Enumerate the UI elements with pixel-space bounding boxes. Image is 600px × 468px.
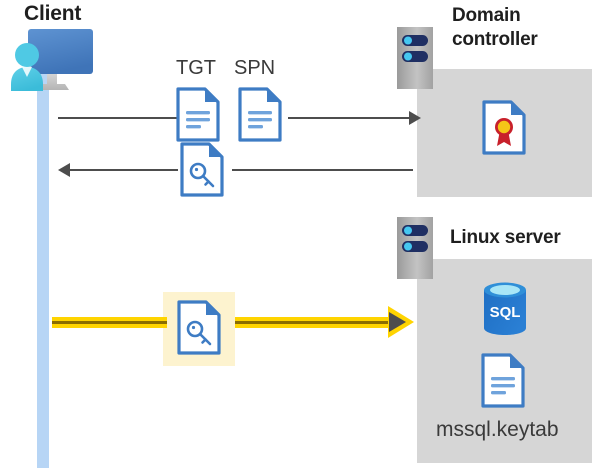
flow-ticket-line-right: [235, 317, 390, 328]
tgt-label: TGT: [176, 57, 216, 79]
client-lifeline: [37, 74, 49, 468]
tgt-document-icon: [176, 87, 220, 142]
flow-ticket-arrowhead-inner: [389, 312, 406, 332]
sql-database-icon: SQL: [481, 281, 529, 337]
certificate-document-icon: [482, 100, 526, 155]
spn-label: SPN: [234, 57, 276, 79]
domain-controller-title-line2: controller: [452, 29, 538, 50]
client-user-monitor-icon: [3, 25, 95, 97]
flow-request-arrowhead: [409, 111, 421, 125]
key-document-icon-response: [180, 142, 224, 197]
domain-controller-title-line1: Domain: [452, 5, 521, 26]
key-document-icon-ticket: [177, 300, 221, 355]
linux-server-title: Linux server: [450, 227, 561, 248]
flow-request-line-left: [58, 117, 180, 119]
domain-controller-title: Domain controller: [452, 4, 592, 52]
linux-server-server-rack-icon: [397, 217, 435, 282]
spn-document-icon: [238, 87, 282, 142]
flow-request-line-right: [288, 117, 413, 119]
svg-text:SQL: SQL: [490, 304, 521, 321]
keytab-document-icon: [481, 353, 525, 408]
flow-response-line-right: [232, 169, 413, 171]
flow-ticket-line-left: [52, 317, 167, 328]
client-title: Client: [24, 2, 82, 25]
domain-controller-server-rack-icon: [397, 27, 435, 92]
keytab-filename-label: mssql.keytab: [436, 418, 559, 441]
flow-response-line-left: [70, 169, 178, 171]
flow-response-arrowhead: [58, 163, 70, 177]
